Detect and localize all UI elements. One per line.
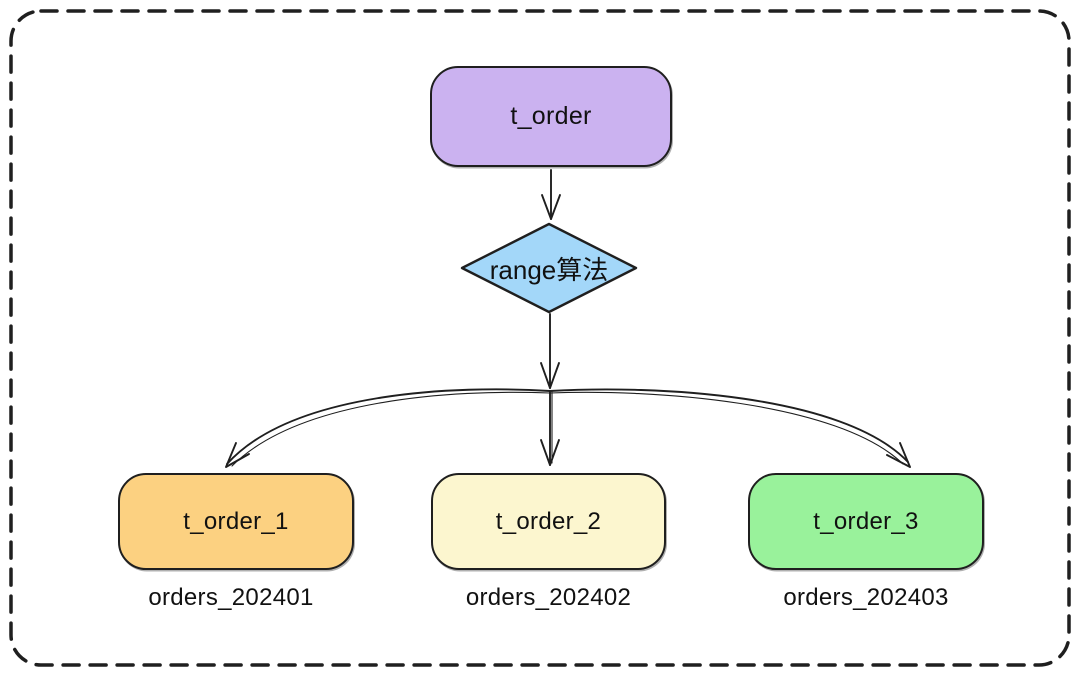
node-t-order-2-label: t_order_2: [495, 507, 602, 535]
dashed-frame: [9, 9, 1071, 667]
arrow-branch-to-shard-2: [540, 390, 560, 466]
decision-range-algorithm-label: range算法: [489, 254, 609, 285]
arrows: [225, 169, 911, 468]
sublabel-orders-202402: orders_202402: [465, 584, 632, 611]
decision-diamond-shape: [460, 222, 638, 314]
node-t-order-1: t_order_1: [118, 473, 354, 570]
node-t-order-2: t_order_2: [431, 473, 666, 570]
node-t-order-3: t_order_3: [748, 473, 984, 570]
node-t-order-1-label: t_order_1: [183, 507, 289, 535]
sublabel-orders-202403: orders_202403: [783, 584, 949, 611]
arrow-branch-to-shard-3: [549, 388, 911, 468]
node-t-order: t_order: [430, 66, 672, 167]
node-t-order-3-label: t_order_3: [813, 507, 919, 535]
sublabel-orders-202401: orders_202401: [148, 584, 314, 611]
arrow-decision-to-branch: [540, 313, 560, 389]
node-t-order-label: t_order: [510, 102, 592, 130]
arrow-root-to-decision: [541, 169, 561, 220]
arrow-branch-to-shard-1: [225, 388, 551, 468]
